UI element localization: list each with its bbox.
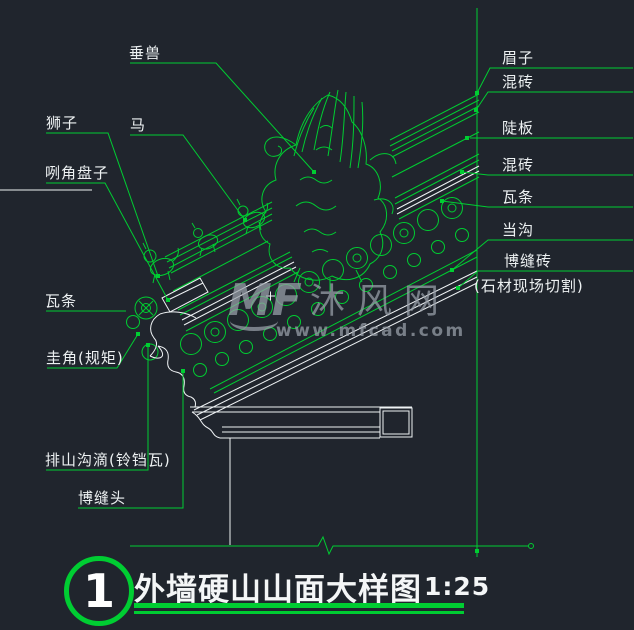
watermark: MF 沐风网 www.mfcad.com [228,279,466,342]
drawing-scale: 1:25 [424,572,491,601]
label-bofengtou: 博缝头 [78,489,127,507]
ridge-beast-figure [259,89,397,292]
label-shizi: 狮子 [46,114,79,132]
watermark-name: 沐风网 [309,282,451,322]
title-underline-thick [134,603,464,608]
leader-lines [46,62,633,509]
label-douban: 陡板 [502,119,535,137]
label-paishangoudi: 排山沟滴(铃铛瓦) [45,451,171,469]
label-watiao-left: 瓦条 [45,292,78,310]
label-hunzhuan-upper: 混砖 [502,73,535,91]
ridge-figurines [142,198,269,284]
guijiao-ornament [149,311,197,359]
label-hunzhuan-lower: 混砖 [502,156,535,174]
label-danggou: 当沟 [502,221,535,239]
mfcad-logo-swoosh [230,311,278,331]
drawing-title: 外墙硬山山面大样图 [134,572,422,608]
label-bofengzhuan: 博缝砖 [504,252,553,270]
ridge-end-tile-cap [126,296,158,329]
label-meizi: 眉子 [502,49,535,67]
label-guijiao: 圭角(规矩) [46,349,124,367]
label-ma: 马 [130,116,147,134]
title-underline-thin [134,611,464,614]
label-chuishou: 垂兽 [129,44,162,62]
bofengtou-scallop [157,345,196,408]
stone-slab-lines [193,270,478,421]
label-bofengzhuan-note: (石材现场切割) [474,277,584,295]
reference-marks [0,189,275,301]
label-liejiaopanzi: 咧角盘子 [45,164,110,182]
leader-dots [136,91,479,553]
cornice-molding [190,406,413,439]
watermark-url: www.mfcad.com [276,321,466,341]
label-watiao-right: 瓦条 [502,188,535,206]
tile-circles [141,197,469,377]
break-line [130,535,534,556]
corner-plate-box [161,277,209,313]
detail-number-badge: 1 [64,556,134,626]
detail-number: 1 [82,564,115,618]
ridge-lines [164,93,480,394]
